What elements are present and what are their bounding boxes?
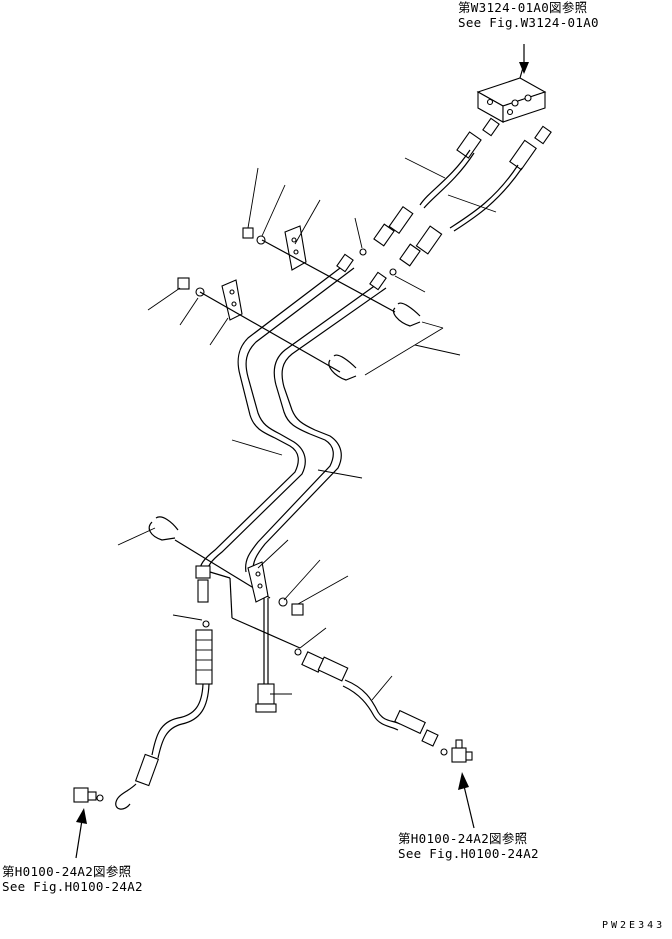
reference-jp: 第H0100-24A2図参照 [398, 831, 528, 846]
elbow-fitting[interactable] [195, 565, 231, 603]
fitting-lower-right[interactable] [451, 739, 473, 763]
nut-mid[interactable] [177, 277, 205, 297]
steel-tube-right[interactable] [245, 281, 387, 574]
tube-fitting[interactable] [336, 253, 354, 273]
steel-tube-left[interactable] [199, 261, 355, 578]
reference-en: See Fig.H0100-24A2 [398, 846, 539, 861]
nut-lower[interactable] [278, 597, 304, 616]
fitting-lower-left[interactable] [73, 787, 104, 803]
o-ring[interactable] [202, 620, 210, 628]
u-bolt-mid[interactable] [328, 354, 357, 381]
long-bolt[interactable] [255, 598, 277, 713]
tube-fitting[interactable] [369, 271, 387, 291]
o-ring[interactable] [294, 648, 302, 656]
reference-jp: 第W3124-01A0図参照 [458, 0, 588, 15]
valve-block[interactable] [476, 63, 547, 123]
u-bolt-upper[interactable] [392, 302, 421, 327]
reference-label-top-right: 第W3124-01A0図参照 See Fig.W3124-01A0 [458, 0, 599, 30]
hose-lower-right[interactable] [301, 651, 439, 747]
arrow-icon [458, 772, 475, 829]
reference-label-bottom-left: 第H0100-24A2図参照 See Fig.H0100-24A2 [2, 864, 143, 894]
clamp-plate-upper[interactable] [284, 225, 307, 271]
clamp-plate-lower[interactable] [247, 561, 269, 603]
reference-en: See Fig.W3124-01A0 [458, 15, 599, 30]
drawing-code: PW2E343 [602, 920, 666, 931]
o-ring[interactable] [389, 268, 397, 276]
u-bolt-lower[interactable] [148, 516, 179, 541]
arrow-icon [75, 808, 87, 859]
hose-lower-left[interactable] [115, 629, 213, 810]
clamp-plate-mid[interactable] [221, 279, 243, 321]
o-ring[interactable] [359, 248, 367, 256]
reference-jp: 第H0100-24A2図参照 [2, 864, 132, 879]
arrow-icon [519, 44, 529, 74]
nut-upper[interactable] [242, 227, 266, 245]
leader-lines [117, 157, 497, 701]
hose-upper-left[interactable] [373, 117, 500, 247]
o-ring[interactable] [440, 748, 448, 756]
hose-upper-right[interactable] [399, 125, 552, 267]
reference-en: See Fig.H0100-24A2 [2, 879, 143, 894]
reference-label-bottom-right: 第H0100-24A2図参照 See Fig.H0100-24A2 [398, 831, 539, 861]
